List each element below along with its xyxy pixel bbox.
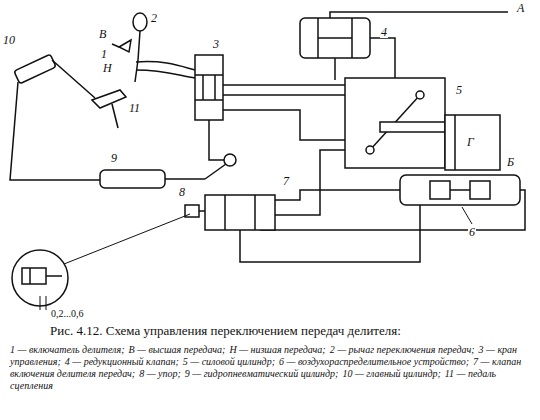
parts-key: 1 — включатель делителя; В — высшая перед… bbox=[10, 344, 530, 392]
callout-number: 4 bbox=[380, 26, 388, 38]
dimension: 0,2...0,6 bbox=[50, 309, 85, 319]
key-entry: 2 — рычаг переключения передач; bbox=[330, 344, 475, 355]
clutch-pedal bbox=[92, 90, 126, 128]
master-cylinder bbox=[10, 54, 100, 180]
figure-caption: Рис. 4.12. Схема управления переключение… bbox=[50, 324, 510, 339]
power-cylinder bbox=[345, 78, 500, 170]
reduction-valve bbox=[300, 18, 370, 58]
divider-valve bbox=[185, 195, 275, 230]
callout-number: 7 bbox=[282, 175, 290, 187]
key-entry: В — высшая передача; bbox=[128, 344, 225, 355]
callout-number: 11 bbox=[128, 102, 141, 114]
callout-number: 8 bbox=[178, 186, 186, 198]
air-distributor bbox=[400, 175, 520, 224]
callout-number: 2 bbox=[150, 12, 158, 24]
gear-mark: Н bbox=[102, 62, 113, 74]
key-entry: 1 — включатель делителя; bbox=[10, 344, 124, 355]
key-entry: 8 — упор; bbox=[139, 368, 181, 379]
key-entry: Н — низшая передача; bbox=[229, 344, 325, 355]
key-entry: 4 — редукционный клапан; bbox=[65, 356, 179, 367]
key-entry: 5 — силовой цилиндр; bbox=[183, 356, 275, 367]
callout-number: 1 bbox=[100, 48, 108, 60]
callout-number: 5 bbox=[455, 84, 463, 96]
port-letter: А bbox=[516, 2, 525, 14]
key-entry: 10 — главный цилиндр; bbox=[342, 368, 440, 379]
control-valve bbox=[195, 55, 223, 120]
air-lines bbox=[136, 12, 525, 262]
gear-mark: В bbox=[98, 28, 107, 40]
key-entry: 6 — воздухораспределительное устройство; bbox=[279, 356, 469, 367]
chamber-letter: Б bbox=[506, 156, 515, 168]
hydro-pneumatic-cylinder bbox=[100, 154, 236, 188]
chamber-letter: Г bbox=[466, 136, 475, 148]
callout-number: 10 bbox=[2, 34, 16, 46]
callout-number: 6 bbox=[468, 226, 476, 238]
callout-number: 9 bbox=[110, 152, 118, 164]
callout-number: 3 bbox=[212, 38, 220, 50]
valve-detail bbox=[12, 214, 190, 310]
gear-lever bbox=[112, 13, 147, 82]
key-entry: 9 — гидропневматический цилиндр; bbox=[185, 368, 339, 379]
